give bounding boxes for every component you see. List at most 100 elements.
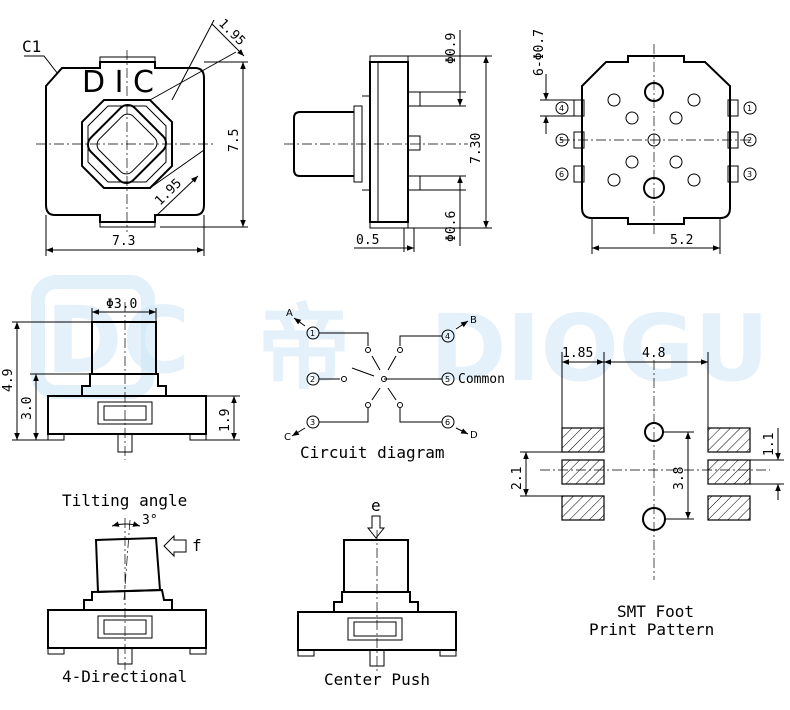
front-view-dim-body: 3.0 bbox=[20, 397, 35, 420]
bottom-view-pinlabel-4: 4 bbox=[559, 104, 564, 113]
tilt-view-angle-arc bbox=[111, 521, 141, 527]
push-view-force-arrow bbox=[366, 515, 386, 539]
circuit-contact-3 bbox=[365, 402, 371, 408]
watermark-brand: DIOGU bbox=[430, 295, 769, 402]
circuit-wire-4 bbox=[399, 335, 442, 346]
front-view-dim-knob: Φ3.0 bbox=[106, 297, 137, 312]
bottom-view-pinlabel-5-circle bbox=[555, 133, 569, 147]
smt-footprint: 1.85 4.8 1.1 2.1 3.8 SMT Foot Print Patt… bbox=[510, 346, 784, 639]
top-view-knob-inner bbox=[87, 105, 167, 183]
footprint-pad-left-bot bbox=[561, 495, 605, 521]
watermark-logo: DC bbox=[46, 287, 190, 394]
top-view-dim-height: 7.5 bbox=[227, 129, 242, 152]
push-view-window bbox=[347, 617, 403, 641]
tilt-view-force: f bbox=[192, 536, 202, 555]
push-view-neck bbox=[333, 591, 419, 613]
footprint-dim-pad-width: 1.85 bbox=[562, 346, 593, 361]
circuit-blade-3 bbox=[371, 387, 381, 401]
footprint-pad-left-top bbox=[561, 427, 605, 453]
top-view-dim-width: 7.3 bbox=[112, 234, 135, 249]
footprint-caption-line2: Print Pattern bbox=[589, 620, 714, 639]
footprint-pad-right-bot bbox=[707, 495, 751, 521]
circuit-arrow-a bbox=[293, 317, 306, 327]
bottom-view-hole-ul bbox=[625, 111, 639, 125]
top-view-diag-bottom-line bbox=[149, 149, 205, 189]
bottom-view-pinlabel-2: 2 bbox=[747, 136, 752, 145]
tilt-view-title: Tilting angle bbox=[62, 491, 187, 510]
circuit-blade-2 bbox=[351, 367, 375, 377]
circuit-wire-3 bbox=[319, 408, 369, 423]
top-view-body bbox=[45, 61, 205, 223]
bottom-view: 4 5 6 1 2 3 6-Φ0.7 5.2 bbox=[532, 29, 757, 254]
push-view: e Center Push bbox=[297, 496, 457, 689]
side-view-body bbox=[369, 61, 409, 223]
bottom-view-pinlabel-2-circle bbox=[743, 133, 757, 147]
circuit-dir-d: D bbox=[470, 430, 478, 441]
bottom-view-pinlabel-3-circle bbox=[743, 167, 757, 181]
footprint-pad-right-top bbox=[707, 427, 751, 453]
circuit-contact-1 bbox=[365, 347, 371, 353]
watermark-chinese: 帝 bbox=[258, 295, 350, 402]
side-view-pin-2 bbox=[407, 135, 421, 151]
bottom-view-pinlabel-1-circle bbox=[743, 101, 757, 115]
tilt-view-leg-left bbox=[47, 647, 65, 655]
tilt-view-leg-right bbox=[189, 647, 207, 655]
bottom-view-hole-r1 bbox=[687, 93, 701, 107]
bottom-view-pad-5 bbox=[573, 131, 585, 149]
top-view-tab-bottom bbox=[99, 222, 156, 228]
top-view-marking: D I C bbox=[82, 65, 154, 100]
circuit-dir-a: A bbox=[286, 308, 293, 319]
side-view-pin-1 bbox=[407, 91, 421, 107]
circuit-contact-2 bbox=[341, 376, 347, 382]
watermark: DC 帝 DIOGU bbox=[31, 275, 769, 402]
bottom-view-dim-holes: 6-Φ0.7 bbox=[532, 29, 547, 76]
bottom-view-hole-r2 bbox=[687, 173, 701, 187]
bottom-view-pinlabel-6-circle bbox=[555, 167, 569, 181]
push-view-caption: Center Push bbox=[324, 670, 430, 689]
bottom-view-hole-ur bbox=[669, 111, 683, 125]
push-view-knob bbox=[343, 539, 409, 593]
top-view-diag-top-ext bbox=[171, 19, 215, 101]
circuit-contact-common bbox=[381, 376, 387, 382]
footprint-pad-left-mid bbox=[561, 459, 605, 485]
front-view-leg-left bbox=[47, 433, 65, 441]
push-view-window-inner bbox=[353, 621, 397, 637]
top-view-knob-square-inner bbox=[96, 113, 158, 175]
side-view-body-top-cap bbox=[369, 55, 409, 63]
bottom-view-hole-ll bbox=[625, 155, 639, 169]
bottom-view-pinlabel-6: 6 bbox=[559, 170, 564, 179]
bottom-view-pad-2 bbox=[727, 131, 739, 149]
tilt-view-angle: 3° bbox=[142, 513, 158, 528]
circuit-pin-5: 5 bbox=[445, 375, 450, 384]
side-view-shaft-collar bbox=[353, 105, 363, 183]
footprint-caption-line1: SMT Foot bbox=[617, 602, 694, 621]
circuit-diagram: 1 2 3 4 5 6 A B C bbox=[284, 308, 505, 462]
front-view: Φ3.0 4.9 3.0 1.9 bbox=[1, 297, 240, 460]
circuit-wire-6 bbox=[399, 408, 442, 423]
bottom-view-hole-l1 bbox=[607, 93, 621, 107]
circuit-wire-1 bbox=[319, 332, 369, 346]
circuit-blade-1 bbox=[371, 355, 381, 371]
bottom-view-hole-top bbox=[644, 82, 664, 102]
circuit-pin-4: 4 bbox=[445, 332, 450, 341]
front-view-dim-total: 4.9 bbox=[1, 369, 16, 392]
bottom-view-dim-width: 5.2 bbox=[670, 233, 693, 248]
tilt-view-force-arrow bbox=[163, 534, 187, 558]
bottom-view-pad-1 bbox=[727, 99, 739, 117]
side-view-dim-pin-bottom: Φ0.6 bbox=[444, 211, 459, 242]
bottom-view-hole-l2 bbox=[607, 173, 621, 187]
top-view-chamfer-label: C1 bbox=[22, 37, 41, 56]
top-view: C1 D I C 7.3 7.5 1.95 1.95 bbox=[22, 16, 248, 256]
tilt-view: Tilting angle 3° f 4-Directional bbox=[47, 491, 207, 686]
footprint-dim-pitch: 4.8 bbox=[642, 346, 665, 361]
circuit-arrow-b bbox=[455, 320, 469, 330]
circuit-pin-6: 6 bbox=[445, 418, 450, 427]
circuit-dir-c: C bbox=[284, 432, 291, 443]
circuit-contact-4 bbox=[397, 347, 403, 353]
top-view-knob-square bbox=[87, 104, 167, 184]
watermark-logo-box bbox=[31, 275, 155, 399]
footprint-dim-pad-gap: 2.1 bbox=[510, 467, 525, 490]
top-view-chamfer-leader bbox=[24, 55, 59, 75]
bottom-view-pad-3 bbox=[727, 165, 739, 183]
circuit-arrow-c bbox=[291, 427, 306, 437]
